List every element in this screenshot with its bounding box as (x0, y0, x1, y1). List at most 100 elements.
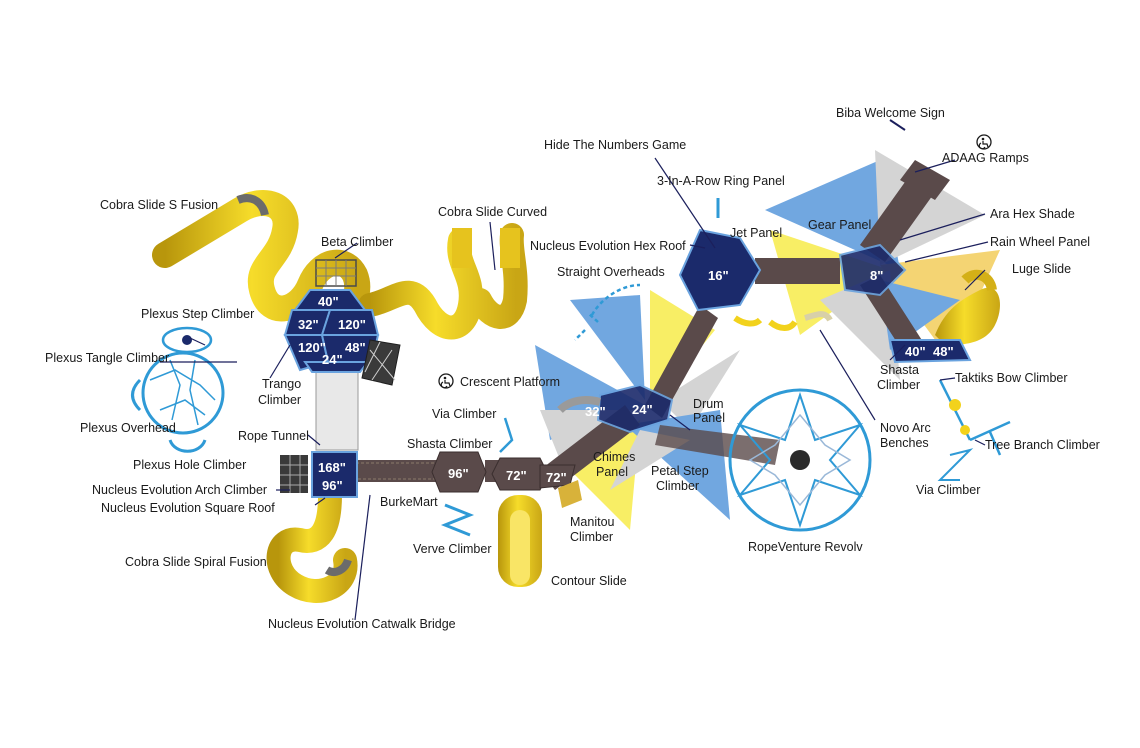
measure-48-right: 48" (933, 344, 954, 359)
wheelchair-icon (976, 134, 992, 150)
deck-72 (491, 457, 549, 491)
catwalk-bridge (352, 460, 442, 482)
label-drum-panel-line1: Drum (693, 397, 724, 411)
measure-120-left: 120" (298, 340, 326, 355)
walkways (315, 168, 940, 490)
walkway (655, 425, 780, 465)
cobra-s-fusion-slide (152, 190, 371, 353)
cobra-spiral-slide (266, 483, 358, 603)
ropeventure-star-inner (748, 413, 852, 507)
label-shasta-climber-mid: Shasta Climber (407, 437, 492, 451)
label-petal-step-climber-line1: Petal Step (651, 464, 709, 478)
taktiks-hold (949, 399, 961, 411)
cobra-curved-top (452, 228, 472, 268)
label-jet-panel: Jet Panel (730, 226, 782, 240)
cobra-spiral-cap (324, 558, 352, 576)
label-via-climber-right: Via Climber (916, 483, 980, 497)
label-beta-climber: Beta Climber (321, 235, 393, 249)
shade-sail (660, 350, 740, 430)
ropeventure-revolv (728, 388, 872, 532)
label-taktiks-bow-climber: Taktiks Bow Climber (955, 371, 1068, 385)
measure-40-top: 40" (318, 294, 339, 309)
walkway (645, 305, 718, 418)
label-straight-overheads: Straight Overheads (557, 265, 665, 279)
trango-net (364, 341, 396, 381)
wheelchair-icon (438, 373, 454, 389)
label-novo-arc-benches-line1: Novo Arc (880, 421, 931, 435)
plexus-hole-climber (168, 439, 207, 453)
deck-96 (431, 451, 487, 493)
plexus-step-climber (161, 326, 213, 354)
deck-measurements: 40" 32" 120" 120" 48" 24" 168" 96" 96" 7… (298, 268, 954, 493)
verve-climber (440, 503, 475, 537)
novo-arc-bench (733, 315, 763, 327)
shade-sail (570, 295, 645, 400)
cobra-s-fusion-cap (236, 194, 269, 217)
ropeventure-star (736, 391, 864, 529)
deck-168 (311, 451, 358, 498)
via-climber-right (937, 448, 974, 481)
label-nucleus-evolution-arch-climber: Nucleus Evolution Arch Climber (92, 483, 267, 497)
label-gear-panel: Gear Panel (808, 218, 871, 232)
label-ropeventure-revolv: RopeVenture Revolv (748, 540, 863, 554)
novo-arc-bench (804, 311, 833, 322)
measure-96-left: 96" (322, 478, 343, 493)
label-cobra-slide-s-fusion: Cobra Slide S Fusion (100, 198, 218, 212)
adaag-ramp (900, 160, 950, 200)
ropeventure-hub (790, 450, 810, 470)
arch-climber (280, 455, 308, 493)
slides (152, 190, 1000, 603)
label-plexus-step-climber: Plexus Step Climber (141, 307, 254, 321)
deck-8 (838, 243, 907, 297)
rope-tunnel (315, 369, 359, 451)
measure-48-left: 48" (345, 340, 366, 355)
label-drum-panel-line2: Panel (693, 411, 725, 425)
label-burkemart: BurkeMart (380, 495, 438, 509)
leader-lines (160, 157, 989, 621)
label-manitou-climber-line1: Manitou (570, 515, 615, 529)
walkway (755, 258, 840, 284)
label-cobra-slide-spiral-fusion: Cobra Slide Spiral Fusion (125, 555, 267, 569)
plexus-step-center (182, 335, 192, 345)
deck-40-48 (888, 339, 972, 364)
label-3-in-a-row-ring-panel: 3-In-A-Row Ring Panel (657, 174, 785, 188)
via-climber-mid (499, 417, 514, 453)
arch-climber-grid (280, 455, 308, 493)
label-luge-slide: Luge Slide (1012, 262, 1071, 276)
tree-branch-climber (969, 420, 1011, 456)
label-nucleus-evolution-hex-roof: Nucleus Evolution Hex Roof (530, 239, 686, 253)
deck-24 (303, 361, 371, 373)
label-biba-welcome-sign: Biba Welcome Sign (836, 106, 945, 120)
label-trango-climber-line1: Trango (262, 377, 301, 391)
straight-overheads (574, 283, 641, 341)
measure-96-mid: 96" (448, 466, 469, 481)
label-hide-the-numbers-game: Hide The Numbers Game (544, 138, 686, 152)
deck-mid-32-24 (596, 383, 674, 434)
label-via-climber-mid: Via Climber (432, 407, 496, 421)
label-chimes-panel-line1: Chimes (593, 450, 635, 464)
manitou-climber (558, 480, 582, 508)
measure-32: 32" (298, 317, 319, 332)
label-plexus-hole-climber: Plexus Hole Climber (133, 458, 246, 472)
climbers (131, 119, 1011, 537)
taktiks-hold (960, 425, 970, 435)
label-petal-step-climber-line2: Climber (656, 479, 699, 493)
measure-24-left: 24" (322, 352, 343, 367)
walkway (860, 168, 940, 262)
deck-hex-16 (678, 228, 762, 312)
label-adaag-ramps: ADAAG Ramps (942, 151, 1029, 165)
label-plexus-tangle-climber: Plexus Tangle Climber (45, 351, 169, 365)
label-manitou-climber-line2: Climber (570, 530, 613, 544)
luge-slide-lip (961, 269, 997, 292)
measure-120-right: 120" (338, 317, 366, 332)
contour-slide-bed (510, 510, 530, 585)
callout-labels: Biba Welcome Sign Hide The Numbers Game … (45, 106, 1100, 631)
measure-24-mid: 24" (632, 402, 653, 417)
label-tree-branch-climber: Tree Branch Climber (985, 438, 1100, 452)
cobra-curved-top (500, 228, 520, 268)
measure-72-a: 72" (506, 468, 527, 483)
beta-climber-grid (316, 260, 356, 286)
label-trango-climber-line2: Climber (258, 393, 301, 407)
label-crescent-platform: Crescent Platform (460, 375, 560, 389)
